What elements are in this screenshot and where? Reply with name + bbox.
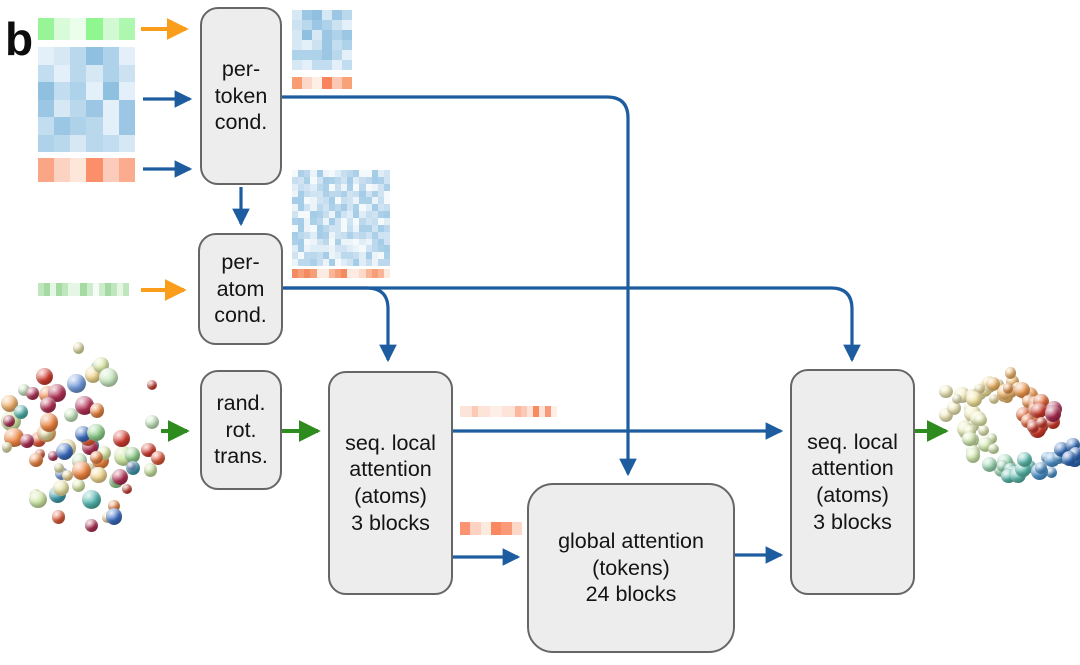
token-cond-output-matrix-heatmap [292, 10, 352, 70]
node-per-token-cond-label: per- token cond. [214, 57, 268, 135]
atom-skip-features-heatmap [460, 406, 557, 417]
pair-features-heatmap [38, 47, 135, 152]
node-per-atom-cond: per- atom cond. [198, 233, 283, 345]
arrow-per-atom-to-seq-local-2 [283, 286, 861, 363]
panel-label: b [5, 13, 34, 65]
token-cond-output-row-heatmap [292, 77, 352, 89]
atom-cond-output-matrix-heatmap [292, 170, 390, 266]
node-seq-local-attention-1-label: seq. local attention (atoms) 3 blocks [345, 430, 436, 535]
node-seq-local-attention-1: seq. local attention (atoms) 3 blocks [328, 371, 453, 595]
atom-cond-output-row-heatmap [292, 269, 390, 278]
node-rand-rot-trans: rand. rot. trans. [200, 370, 282, 490]
node-seq-local-attention-2-label: seq. local attention (atoms) 3 blocks [807, 429, 898, 534]
token-green-features-heatmap [38, 18, 135, 40]
node-seq-local-attention-2: seq. local attention (atoms) 3 blocks [790, 369, 915, 595]
token-skip-features-heatmap [460, 522, 522, 535]
atom-green-features-heatmap [38, 283, 135, 296]
token-red-features-heatmap [38, 158, 135, 182]
node-global-attention: global attention (tokens) 24 blocks [527, 483, 735, 653]
node-global-attention-label: global attention (tokens) 24 blocks [558, 529, 704, 607]
node-per-atom-cond-label: per- atom cond. [214, 250, 267, 328]
arrow-per-atom-to-seq-local-1 [283, 286, 397, 363]
arrow-per-token-to-global-attention [282, 95, 637, 477]
node-per-token-cond: per- token cond. [200, 7, 282, 185]
node-rand-rot-trans-label: rand. rot. trans. [214, 391, 268, 469]
